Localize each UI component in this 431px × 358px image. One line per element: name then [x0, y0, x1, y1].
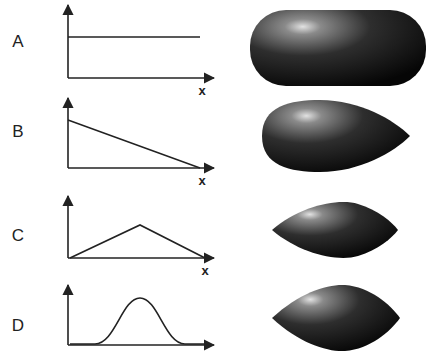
axis-label: x: [201, 264, 208, 278]
row-letter: D: [12, 317, 24, 336]
axis-label: x: [198, 84, 205, 98]
row-letter: C: [12, 227, 24, 246]
row-letter: B: [12, 123, 23, 142]
axis-label: x: [198, 174, 205, 188]
shaded-shapes: [250, 10, 426, 351]
row-letter: A: [12, 33, 23, 52]
profile-graphs: [68, 5, 214, 345]
